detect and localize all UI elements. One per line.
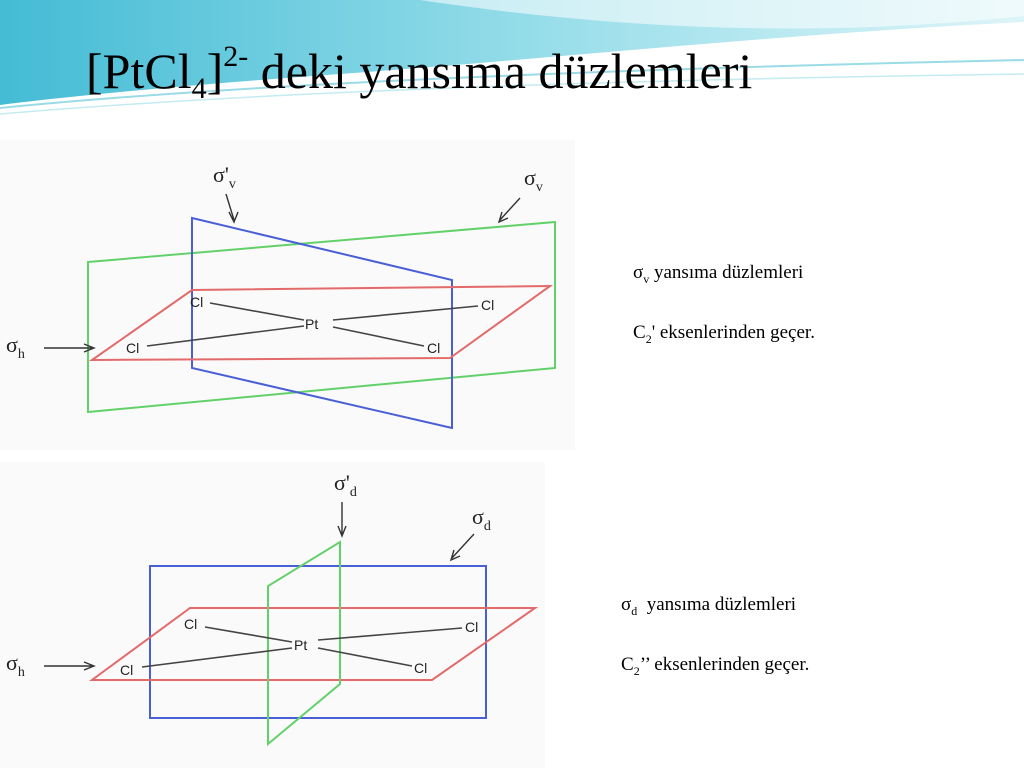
sigma-d-prime-label: σ'd (334, 470, 357, 500)
sigma-h-red-plane-bottom (88, 607, 539, 681)
sigma-d-prime-green-plane (267, 540, 341, 747)
sigma-v-prime-label: σ'v (213, 162, 236, 192)
sigma-v-axes-note: C2' eksenlerinden geçer. (633, 322, 815, 346)
sigma-v-note: σv yansıma düzlemleri (633, 262, 804, 286)
cl-atom-upper-right: Cl (481, 297, 494, 313)
sigma-d-note: σd yansıma düzlemleri (621, 594, 797, 618)
sigma-v-prime-blue-plane (191, 216, 453, 430)
sigma-d-axes-note: C2’’ eksenlerinden geçer. (621, 654, 810, 678)
cl-atom-lower-right-bottom: Cl (414, 660, 427, 676)
cl-atom-lower-left-bottom: Cl (120, 662, 133, 678)
cl-atom-upper-right-bottom: Cl (465, 619, 478, 635)
sigma-d-diagram: Pt Cl Cl Cl Cl σ'd σd σh (0, 462, 545, 768)
sigma-d-label: σd (472, 504, 491, 534)
sigma-v-label: σv (524, 165, 543, 195)
sigma-h-red-plane (88, 284, 554, 362)
cl-atom-upper-left: Cl (190, 294, 203, 310)
cl-atom-upper-left-bottom: Cl (184, 616, 197, 632)
sigma-v-green-plane (87, 220, 556, 414)
sigma-v-diagram: Pt Cl Cl Cl Cl σ'v σv σh (0, 140, 575, 450)
pt-atom-bottom: Pt (294, 637, 307, 653)
cl-atom-lower-right: Cl (427, 340, 440, 356)
page-title: [PtCl4]2- deki yansıma düzlemleri (86, 40, 753, 105)
sigma-h-label: σh (6, 332, 25, 362)
cl-atom-lower-left: Cl (126, 340, 139, 356)
pt-atom: Pt (305, 316, 318, 332)
sigma-h-label-bottom: σh (6, 650, 25, 680)
